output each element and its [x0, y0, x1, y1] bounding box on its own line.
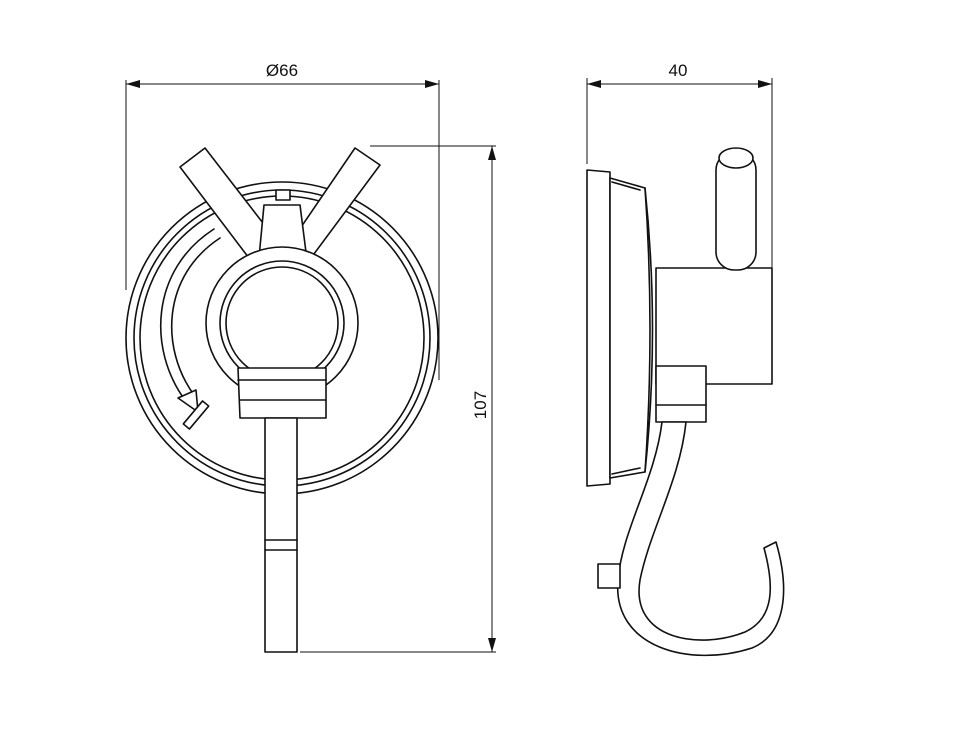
rotation-arrow-icon: [177, 389, 199, 413]
hook-tab: [597, 563, 621, 589]
rotation-arc-inner: [170, 237, 221, 396]
depth-dimension: 40: [586, 61, 773, 268]
upper-peg: [715, 151, 757, 271]
side-view: [586, 147, 785, 657]
lock-mark: [182, 400, 210, 430]
plate-rim: [644, 187, 654, 473]
height-dimension: 107: [300, 145, 496, 653]
rotation-arc: [159, 228, 215, 401]
peg-cap: [718, 147, 754, 169]
height-label: 107: [471, 391, 490, 419]
plate-body: [609, 177, 651, 479]
depth-label: 40: [669, 61, 688, 80]
plate-profile: [586, 169, 611, 487]
top-nub: [275, 189, 291, 201]
diameter-dimension: Ø66: [125, 61, 440, 380]
hook-stem: [264, 417, 298, 653]
diameter-label: Ø66: [266, 61, 298, 80]
side-collar: [655, 365, 707, 423]
side-body: [655, 267, 773, 385]
front-view: [125, 147, 439, 653]
lower-collar: [237, 367, 327, 419]
